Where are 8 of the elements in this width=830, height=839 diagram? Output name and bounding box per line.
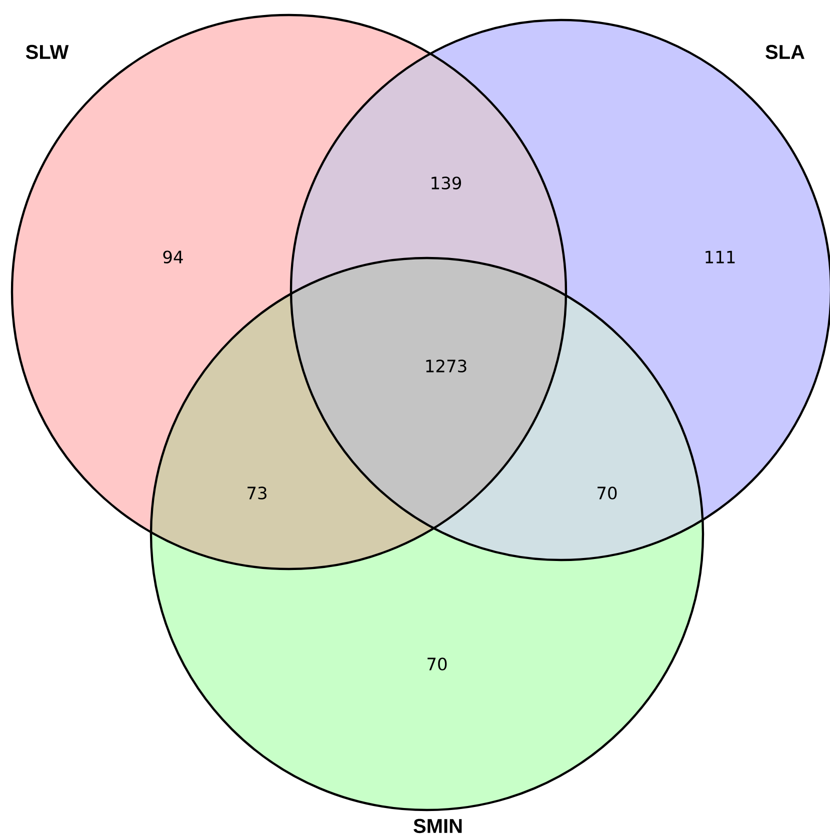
region-count: 70 — [598, 486, 617, 500]
region-count: 73 — [248, 486, 266, 500]
region-count: 1273 — [426, 360, 466, 372]
region-count: 111 — [706, 250, 735, 264]
region-count: 139 — [432, 176, 461, 190]
node-label: SMIN — [414, 818, 462, 834]
region-count: 94 — [163, 250, 183, 264]
region-count: 70 — [428, 658, 447, 670]
